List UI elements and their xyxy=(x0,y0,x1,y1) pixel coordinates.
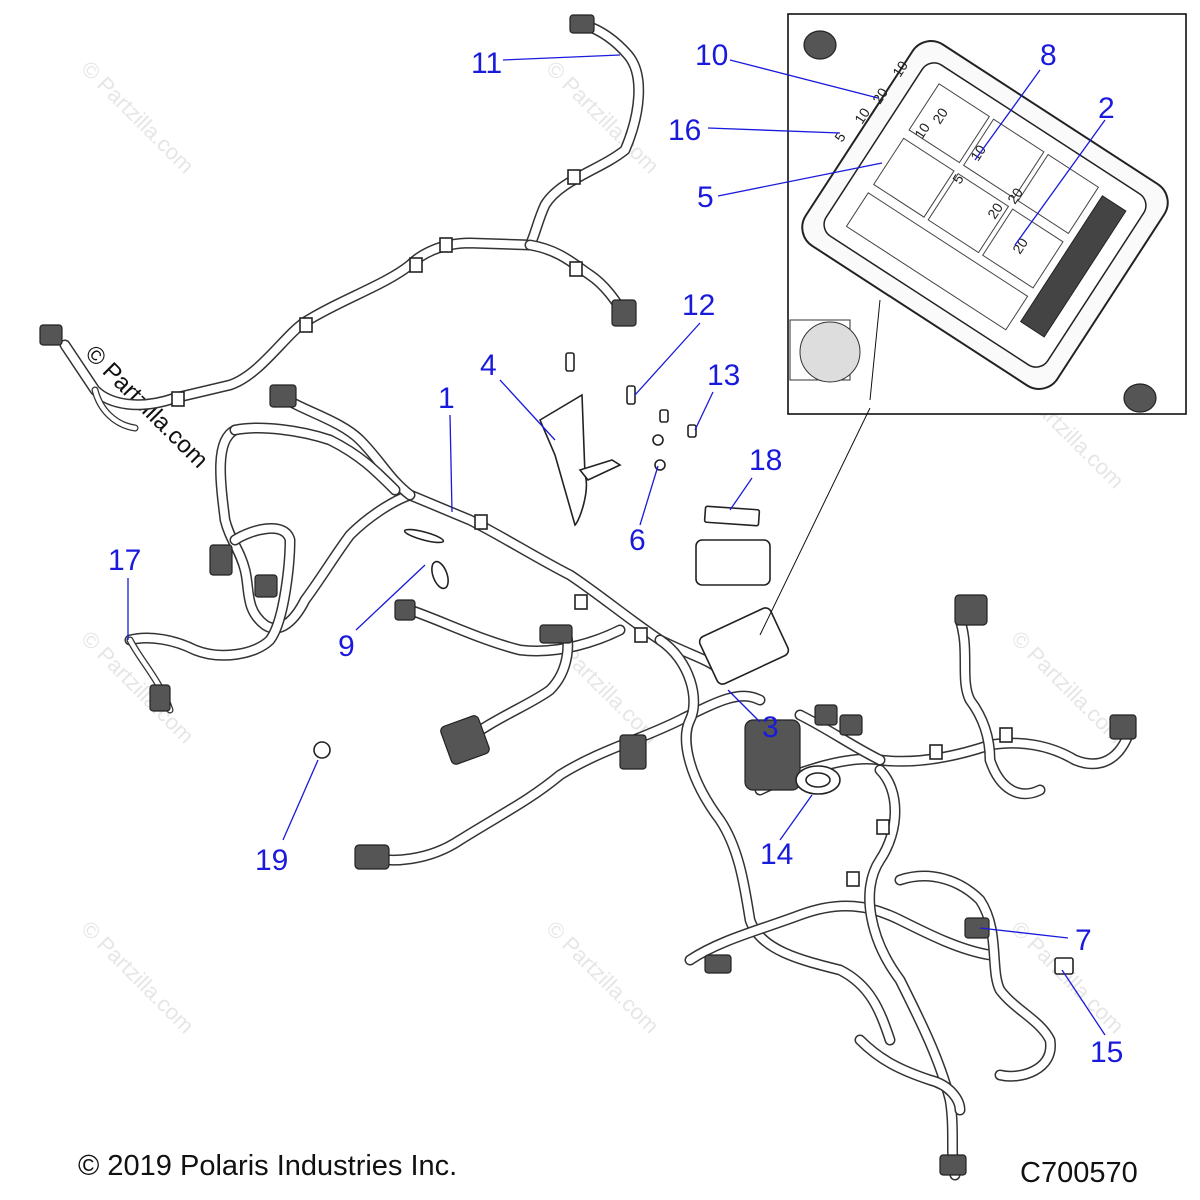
watermark: © Partzilla.com xyxy=(76,56,199,179)
connector-icon xyxy=(149,684,171,712)
grommet-hole-icon xyxy=(805,772,831,788)
callout-4: 4 xyxy=(480,349,497,382)
loose-parts xyxy=(313,352,1074,975)
clip-icon xyxy=(569,261,583,277)
clip-icon xyxy=(171,391,185,407)
fuse-label: 10 xyxy=(889,58,911,80)
callout-1: 1 xyxy=(438,382,455,415)
cable-tie-icon xyxy=(403,528,445,544)
callout-9: 9 xyxy=(338,630,355,663)
fuse-label: 10 xyxy=(911,120,933,142)
clip-icon xyxy=(634,627,648,643)
connector-icon xyxy=(440,715,490,765)
callout-18: 18 xyxy=(749,444,782,477)
connector-icon xyxy=(839,714,863,736)
callout-14: 14 xyxy=(760,838,793,871)
fuse-box-icon xyxy=(698,607,790,685)
connector-icon xyxy=(209,544,233,576)
clip-icon xyxy=(567,169,581,185)
callout-12: 12 xyxy=(682,289,715,322)
connector-icon xyxy=(704,954,732,974)
connector-icon xyxy=(814,704,838,726)
fuse-box-inset: 10 20 10 5 20 10 10 20 20 20 5 xyxy=(759,13,1187,636)
callout-7: 7 xyxy=(1075,924,1092,957)
callout-13: 13 xyxy=(707,359,740,392)
inset-pointer-line xyxy=(759,407,871,636)
connector-icon xyxy=(1109,714,1137,740)
relay-icon xyxy=(964,917,990,939)
clip-icon xyxy=(876,819,890,835)
screw-icon xyxy=(565,352,575,372)
callout-16: 16 xyxy=(668,114,701,147)
nut-icon xyxy=(654,459,666,471)
callout-3: 3 xyxy=(762,711,779,744)
connector-icon xyxy=(269,384,297,408)
nut-icon xyxy=(652,434,664,446)
connector-icon xyxy=(939,1154,967,1176)
fuse-strip-icon xyxy=(703,505,761,527)
callout-15: 15 xyxy=(1090,1036,1123,1069)
watermark: © Partzilla.com xyxy=(76,916,199,1039)
copyright-text: © 2019 Polaris Industries Inc. xyxy=(78,1150,458,1182)
module-icon xyxy=(695,539,771,586)
clip-icon xyxy=(1054,957,1074,975)
connector-icon xyxy=(569,14,595,34)
fuse-label: 20 xyxy=(1009,235,1031,257)
callout-8: 8 xyxy=(1040,39,1057,72)
clip-icon xyxy=(574,594,588,610)
clip-icon xyxy=(299,317,313,333)
main-harness xyxy=(124,384,1137,1181)
connector-icon xyxy=(619,734,647,770)
clip-icon xyxy=(999,727,1013,743)
callout-19: 19 xyxy=(255,844,288,877)
screw-icon xyxy=(659,409,669,423)
fuse-label: 20 xyxy=(984,200,1006,222)
connector-icon xyxy=(539,624,573,644)
callout-17: 17 xyxy=(108,544,141,577)
leader-lines xyxy=(127,54,1106,1036)
connector-icon xyxy=(354,844,390,870)
clip-icon xyxy=(474,514,488,530)
connector-icon xyxy=(394,599,416,621)
screw-icon xyxy=(626,385,636,405)
clip-icon xyxy=(439,237,453,253)
connector-icon xyxy=(39,324,63,346)
clip-icon xyxy=(846,871,860,887)
screw-icon xyxy=(687,424,697,438)
fuse-label: 20 xyxy=(929,105,951,127)
watermark: © Partzilla.com xyxy=(541,916,664,1039)
callout-layer: 1 2 3 4 5 6 7 8 9 10 11 12 13 14 15 16 1… xyxy=(108,39,1123,1069)
clip-icon xyxy=(409,257,423,273)
callout-2: 2 xyxy=(1098,92,1115,125)
clip-icon xyxy=(929,744,943,760)
upper-harness xyxy=(39,14,645,432)
bracket-tab-icon xyxy=(578,459,622,481)
connector-icon xyxy=(254,574,278,598)
connector-icon xyxy=(954,594,988,626)
ring-terminal-icon xyxy=(313,741,331,759)
callout-6: 6 xyxy=(629,524,646,557)
diagram-code: C700570 xyxy=(1020,1157,1138,1189)
fuse-label: 20 xyxy=(1004,185,1026,207)
connector-icon xyxy=(744,719,801,791)
fuse-label: 20 xyxy=(869,85,891,107)
callout-5: 5 xyxy=(697,181,714,214)
cable-tie-loop-icon xyxy=(431,560,449,590)
callout-11: 11 xyxy=(471,47,502,80)
fuse-label: 10 xyxy=(851,105,873,127)
callout-10: 10 xyxy=(695,39,728,72)
bracket-icon xyxy=(538,393,588,527)
connector-icon xyxy=(611,299,637,327)
